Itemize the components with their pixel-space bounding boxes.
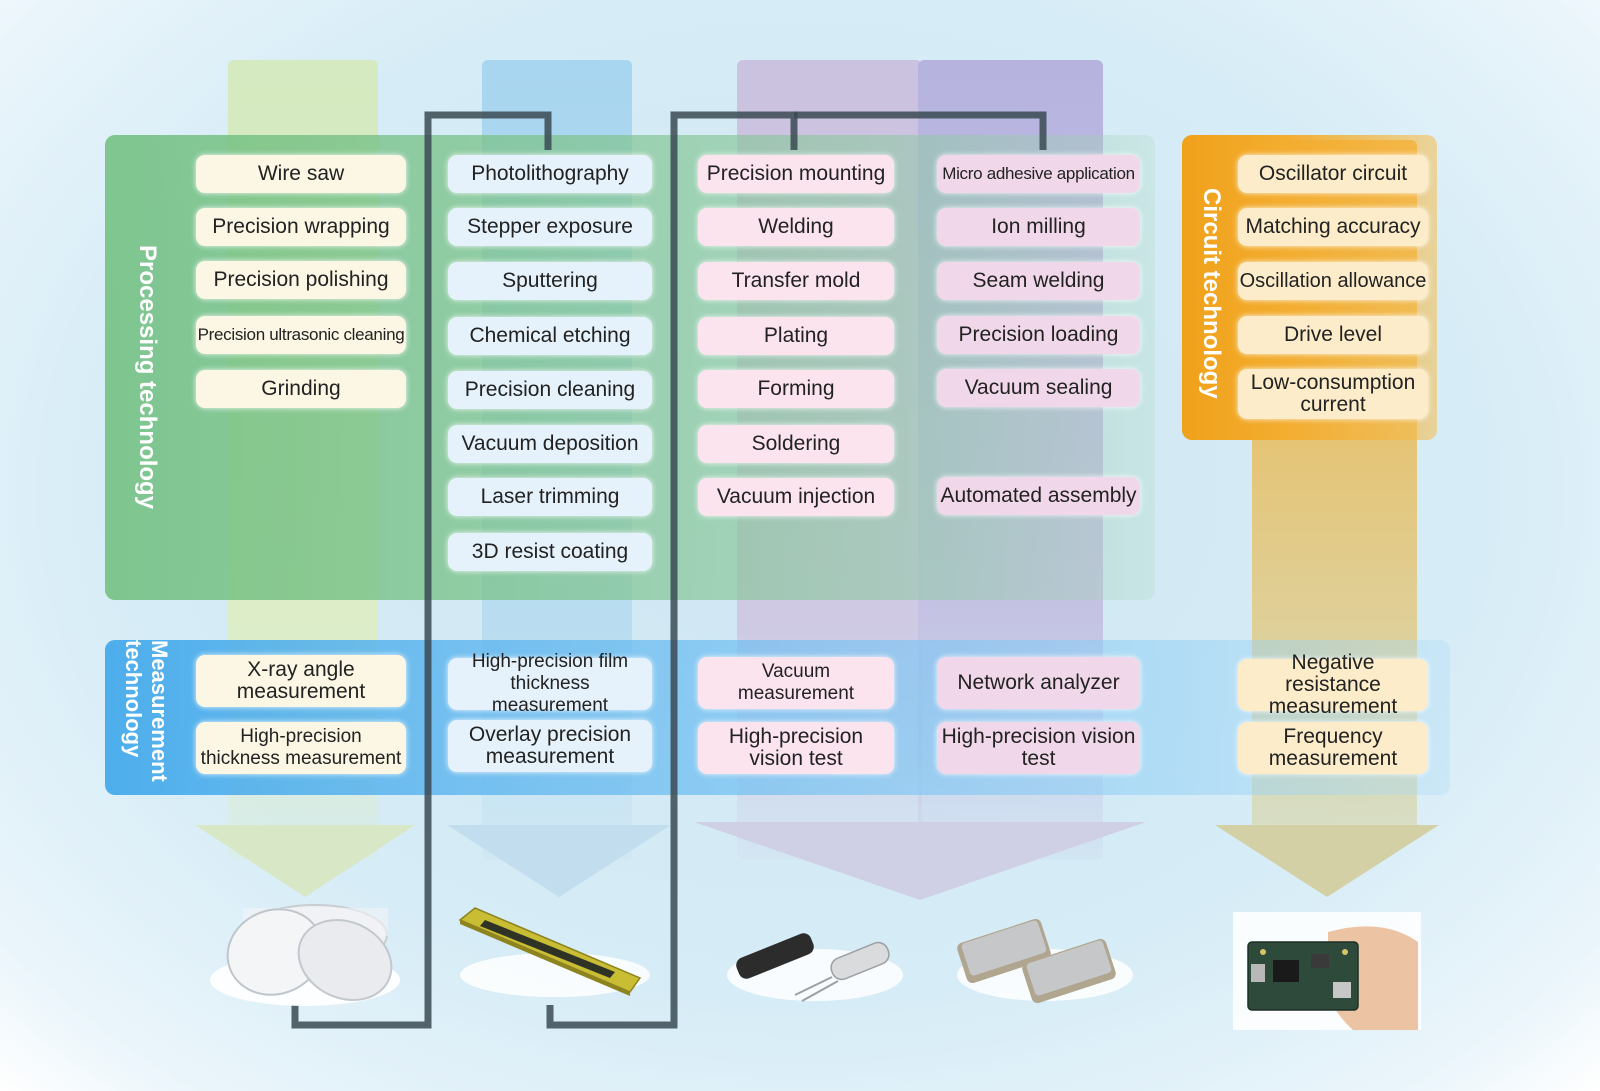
column-1-arrow: [195, 825, 415, 897]
column-2-arrow: [447, 825, 671, 897]
connector-line-1: [291, 111, 552, 1029]
process-3d-resist-coating: 3D resist coating: [448, 533, 652, 571]
process-precision-ultrasonic-cleaning: Precision ultrasonic cleaning: [196, 316, 406, 354]
crystal-resonators-icon: [727, 933, 903, 1002]
process-precision-loading: Precision loading: [937, 316, 1140, 354]
process-grinding: Grinding: [196, 370, 406, 408]
circuit-drive-level: Drive level: [1238, 316, 1428, 354]
process-photolithography: Photolithography: [448, 155, 652, 193]
process-wire-saw: Wire saw: [196, 155, 406, 193]
connector-line-3: [794, 111, 1047, 150]
measure-vision-test-2: High-precision vision test: [937, 722, 1140, 774]
circuit-oscillation-allowance: Oscillation allowance: [1238, 262, 1428, 300]
process-forming: Forming: [698, 370, 894, 408]
process-vacuum-injection: Vacuum injection: [698, 478, 894, 516]
measure-high-precision-thickness: High-precision thickness measurement: [196, 722, 406, 774]
measure-film-thickness: High-precision film thickness measuremen…: [448, 651, 652, 716]
measure-frequency: Frequency measurement: [1238, 722, 1428, 774]
process-precision-cleaning: Precision cleaning: [448, 371, 652, 409]
circuit-oscillator-circuit: Oscillator circuit: [1238, 155, 1428, 193]
process-precision-mounting: Precision mounting: [698, 155, 894, 193]
measurement-technology-label: Measurement technology: [121, 640, 172, 782]
measure-vision-test-1: High-precision vision test: [698, 722, 894, 774]
smd-crystal-units-icon: [957, 918, 1133, 1004]
process-vacuum-sealing: Vacuum sealing: [937, 369, 1140, 407]
measure-negative-resistance: Negative resistance measurement: [1238, 652, 1428, 718]
process-vacuum-deposition: Vacuum deposition: [448, 425, 652, 463]
processing-technology-label: Processing technology: [134, 245, 161, 510]
measure-x-ray-angle: X-ray angle measurement: [196, 655, 406, 707]
process-automated-assembly: Automated assembly: [937, 477, 1140, 515]
measure-overlay-precision: Overlay precision measurement: [448, 720, 652, 772]
process-laser-trimming: Laser trimming: [448, 478, 652, 516]
crystal-wafers-icon: [210, 904, 400, 1006]
process-micro-adhesive-application: Micro adhesive application: [937, 155, 1140, 193]
circuit-matching-accuracy: Matching accuracy: [1238, 208, 1428, 246]
process-seam-welding: Seam welding: [937, 262, 1140, 300]
process-precision-polishing: Precision polishing: [196, 261, 406, 299]
circuit-board-in-hand-icon: [1233, 912, 1421, 1030]
process-chemical-etching: Chemical etching: [448, 317, 652, 355]
process-stepper-exposure: Stepper exposure: [448, 208, 652, 246]
column-5-arrow: [1215, 825, 1439, 897]
process-sputtering: Sputtering: [448, 262, 652, 300]
circuit-low-consumption-current: Low-consumption current: [1238, 369, 1428, 419]
sensor-element-icon: [458, 907, 650, 997]
process-ion-milling: Ion milling: [937, 208, 1140, 246]
process-precision-wrapping: Precision wrapping: [196, 208, 406, 246]
process-welding: Welding: [698, 208, 894, 246]
connector-line-2: [546, 111, 798, 1029]
process-soldering: Soldering: [698, 425, 894, 463]
measure-vacuum: Vacuum measurement: [698, 657, 894, 709]
column-34-arrow: [694, 822, 1146, 900]
measure-network-analyzer: Network analyzer: [937, 657, 1140, 709]
process-transfer-mold: Transfer mold: [698, 262, 894, 300]
circuit-technology-label: Circuit technology: [1198, 188, 1225, 399]
process-plating: Plating: [698, 317, 894, 355]
